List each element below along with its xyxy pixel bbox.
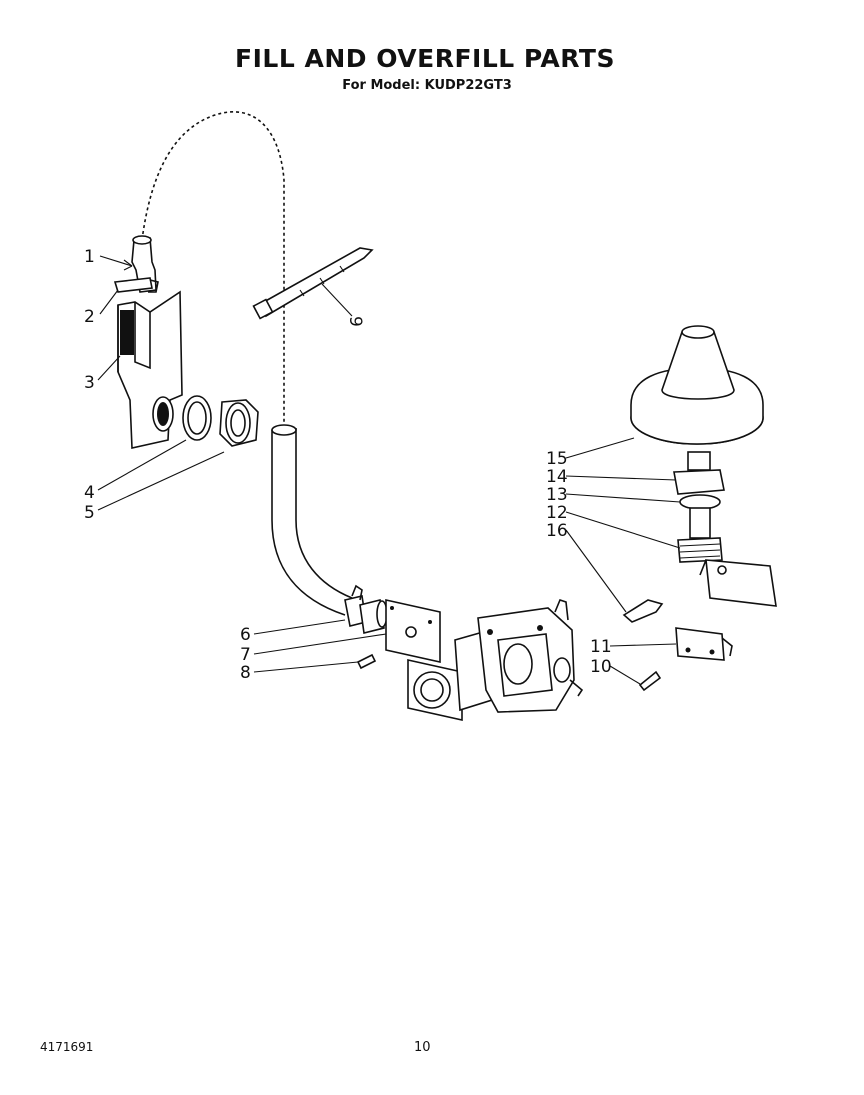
document-number: 4171691	[40, 1040, 94, 1054]
part-8-screw	[356, 653, 377, 670]
callout-8: 8	[240, 663, 251, 683]
part-4-gasket	[182, 395, 212, 441]
callout-1: 1	[84, 247, 95, 267]
part-16-clip	[622, 599, 664, 623]
callout-9: 9	[345, 316, 365, 327]
part-10-screw	[638, 670, 662, 692]
part-9-cable-tie	[252, 247, 374, 320]
callout-7: 7	[240, 645, 251, 665]
callout-4: 4	[84, 483, 95, 503]
callout-15: 15	[546, 449, 568, 469]
callout-5: 5	[84, 503, 95, 523]
page-title: FILL AND OVERFILL PARTS	[235, 44, 615, 73]
part-15-float	[630, 325, 764, 445]
callout-14: 14	[546, 467, 568, 487]
fill-hose-dashed	[141, 111, 285, 430]
part-12-stem	[677, 507, 723, 563]
leader-lines	[97, 255, 681, 685]
part-13-washer	[679, 494, 721, 510]
part-11-switch	[675, 627, 733, 661]
part-7-valve-bracket	[385, 599, 441, 663]
part-14-nut	[673, 451, 725, 495]
water-valve-assembly	[407, 599, 584, 721]
callout-16: 16	[546, 521, 568, 541]
callout-13: 13	[546, 485, 568, 505]
model-subtitle: For Model: KUDP22GT3	[342, 78, 512, 93]
float-switch-actuator	[699, 559, 777, 607]
inlet-nipple	[152, 396, 174, 432]
part-2-hose-clamp	[113, 277, 159, 293]
callout-2: 2	[84, 307, 95, 327]
callout-11: 11	[590, 637, 612, 657]
page-number: 10	[414, 1040, 431, 1055]
valve-inlet-tube	[359, 599, 388, 634]
callout-6: 6	[240, 625, 251, 645]
callout-10: 10	[590, 657, 612, 677]
callout-12: 12	[546, 503, 568, 523]
part-3-fill-inlet-bracket	[117, 290, 183, 449]
part-5-nut	[219, 399, 259, 447]
fill-hose	[271, 424, 353, 616]
callout-3: 3	[84, 373, 95, 393]
